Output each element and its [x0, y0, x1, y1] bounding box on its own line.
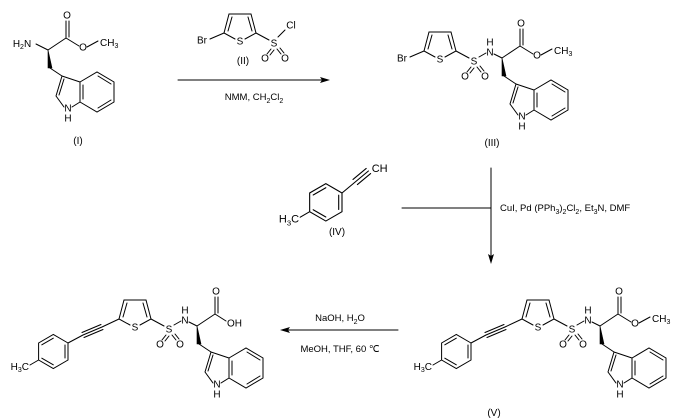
indole-n: N: [64, 104, 71, 115]
nh-n: N: [584, 316, 591, 327]
reaction-arrow-1: [177, 77, 330, 83]
compound-V: H3C O O CH3 N H S S O O N H: [414, 287, 671, 401]
br-label: Br: [397, 54, 408, 65]
nh-n: N: [486, 48, 493, 59]
conditions-step3-top: NaOH, H2O: [315, 313, 365, 326]
sulfonyl-o: O: [261, 54, 269, 65]
indole-n: N: [518, 112, 525, 123]
ester-o: O: [631, 319, 639, 330]
compound-III: O O CH3 N H S Br S O O N H: [397, 19, 572, 133]
compound-product: H3C O OH N H S S O O N H: [11, 287, 264, 401]
cl-label: Cl: [286, 21, 295, 32]
label-compound-I: (I): [73, 136, 82, 147]
methyl-label: H3C: [11, 362, 29, 374]
sulfonyl-s: S: [271, 39, 278, 50]
indole-h: H: [213, 390, 220, 401]
nh-h: H: [584, 306, 591, 317]
methyl-label: CH3: [554, 46, 572, 58]
indole-h: H: [64, 114, 71, 125]
ring-s: S: [437, 55, 444, 66]
methyl-label: H3C: [279, 213, 299, 227]
carbonyl-o: O: [615, 287, 623, 298]
sulfonyl-o: O: [156, 340, 164, 351]
carbonyl-o: O: [63, 11, 71, 22]
ester-o: O: [533, 51, 541, 62]
sulfonyl-s: S: [569, 325, 576, 336]
methyl-label: CH3: [100, 38, 118, 50]
indole-n: N: [213, 380, 220, 391]
br-label: Br: [197, 36, 208, 47]
sulfonyl-o: O: [481, 72, 489, 83]
indole-h: H: [616, 390, 623, 401]
label-compound-V: (V): [487, 408, 500, 419]
sulfonyl-s: S: [471, 57, 478, 68]
reaction-arrow-3: [280, 327, 399, 333]
carbonyl-o: O: [212, 287, 220, 298]
ester-o: O: [79, 43, 87, 54]
compound-I: H2N O O CH3 N H: [13, 11, 119, 125]
ring-s: S: [132, 323, 139, 334]
compound-II: S Br S O O Cl: [197, 13, 296, 65]
reaction-arrow-2: [401, 167, 494, 264]
sulfonyl-o: O: [176, 340, 184, 351]
conditions-step3-bottom: MeOH, THF, 60 ℃: [300, 344, 379, 355]
hydroxyl-label: OH: [227, 319, 242, 330]
nh-h: H: [181, 306, 188, 317]
sulfonyl-o: O: [559, 340, 567, 351]
methyl-label: CH3: [652, 314, 670, 326]
amine-label: H2N: [13, 39, 31, 51]
methyl-label: H3C: [414, 362, 432, 374]
carbonyl-o: O: [517, 19, 525, 30]
sulfonyl-o: O: [461, 72, 469, 83]
conditions-step2: CuI, Pd (PPh3)2Cl2, Et3N, DMF: [500, 203, 630, 216]
label-compound-II: (II): [237, 56, 249, 67]
nh-h: H: [486, 38, 493, 49]
compound-IV: CH H3C: [279, 163, 388, 227]
indole-h: H: [518, 122, 525, 133]
alkyne-ch: CH: [372, 163, 388, 175]
sulfonyl-o: O: [281, 54, 289, 65]
sulfonyl-o: O: [579, 340, 587, 351]
ring-s: S: [535, 323, 542, 334]
nh-n: N: [181, 316, 188, 327]
conditions-step1: NMM, CH2Cl2: [225, 92, 284, 105]
ring-s: S: [237, 37, 244, 48]
label-compound-III: (III): [485, 138, 500, 149]
sulfonyl-s: S: [166, 325, 173, 336]
indole-n: N: [616, 380, 623, 391]
label-compound-IV: (IV): [329, 227, 345, 238]
